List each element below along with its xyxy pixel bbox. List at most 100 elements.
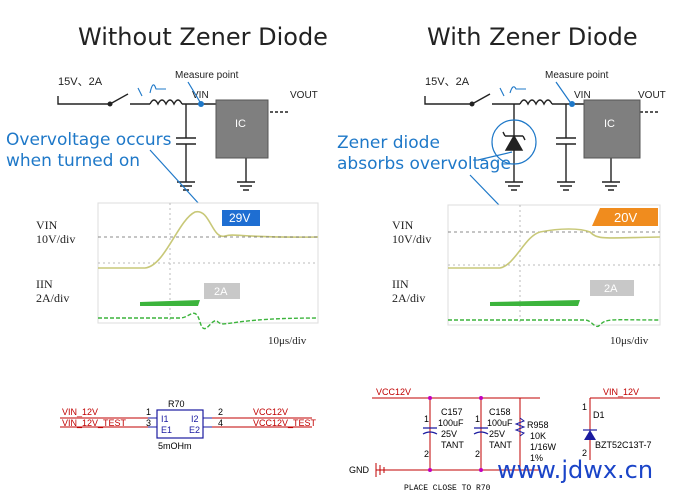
right-source-label: 15V、2A <box>425 76 470 88</box>
left-scope: 29V 2A <box>97 202 319 330</box>
left-iin-badge: 2A <box>214 286 228 298</box>
right-gnd-cap <box>557 181 575 191</box>
filter-branches <box>429 398 521 470</box>
c157-symbol <box>422 427 438 435</box>
right-vin-label: VIN <box>574 90 591 101</box>
r70-net-in2: VIN_12V_TEST <box>62 418 127 428</box>
r70-output-wires <box>212 417 312 428</box>
right-zener-body <box>504 134 524 151</box>
c158-voltage: 25V <box>489 429 505 439</box>
left-vin-axis1: VIN <box>36 218 58 232</box>
left-switch-pivot <box>107 101 113 107</box>
right-circuit: 15V、2A Measure point VIN VOUT <box>424 70 666 191</box>
right-iin-badge-box <box>590 280 634 296</box>
left-source-wire <box>57 96 110 105</box>
left-note-line1: Overvoltage occurs <box>6 130 172 150</box>
left-measure-label: Measure point <box>175 70 239 81</box>
left-timebase: 10μs/div <box>268 335 307 347</box>
right-vin-badge: 20V <box>614 210 637 225</box>
d1-part: BZT52C13T-7 <box>595 440 652 450</box>
right-vin-badge-box <box>592 208 658 226</box>
right-vout-label: VOUT <box>638 90 666 101</box>
right-switch <box>471 93 491 105</box>
r70-e2: E2 <box>189 425 200 435</box>
watermark: www.jdwx.cn <box>497 456 653 484</box>
left-ic-block <box>215 99 269 159</box>
r70-net-out2: VCC12V_TEST <box>253 418 317 428</box>
c158-pin2: 2 <box>475 449 480 459</box>
right-timebase: 10μs/div <box>610 335 649 347</box>
r958-value: 10K <box>530 431 546 441</box>
filter-node-3 <box>428 468 432 472</box>
filter-footer: PLACE CLOSE TO R70 <box>404 484 491 493</box>
left-vout-label: VOUT <box>290 90 318 101</box>
left-panel: Without Zener Diode 15V、2A Measure point… <box>6 23 328 347</box>
left-measure-dot <box>198 101 204 107</box>
right-iin-axis2: 2A/div <box>392 291 425 305</box>
d1-ref: D1 <box>593 410 605 420</box>
left-iin-axis1: IIN <box>36 277 53 291</box>
right-gnd-ic <box>602 158 620 191</box>
right-zener-highlight <box>491 119 537 165</box>
r70-e1: E1 <box>161 425 172 435</box>
right-iin-trace <box>448 319 661 328</box>
left-measure-arrow <box>187 81 201 103</box>
right-vin-trace <box>448 228 661 269</box>
filter-node-4 <box>479 468 483 472</box>
filter-gnd-symbol <box>375 463 385 477</box>
right-note-line1: Zener diode <box>337 133 440 153</box>
schematic-r70: VIN_12V VIN_12V_TEST VCC12V VCC12V_TEST … <box>60 399 317 451</box>
c157-ref: C157 <box>441 407 463 417</box>
r70-value: 5mOHm <box>158 441 192 451</box>
left-ic-label: IC <box>235 118 246 130</box>
right-iin-badge: 2A <box>604 283 618 295</box>
r70-i1: I1 <box>161 414 169 424</box>
c158-type: TANT <box>489 440 512 450</box>
r70-net-in1: VIN_12V <box>62 407 98 417</box>
right-ic-label: IC <box>604 118 615 130</box>
right-title: With Zener Diode <box>427 23 638 51</box>
left-inductor <box>149 99 183 106</box>
right-note-line2: absorbs overvoltage <box>337 154 511 174</box>
right-iin-axis1: IIN <box>392 277 409 291</box>
r70-input-wires <box>60 417 148 428</box>
right-inductor <box>519 99 553 106</box>
right-source-wire <box>424 96 472 105</box>
right-spike-sketch <box>509 86 526 94</box>
c158-value: 100uF <box>487 418 513 428</box>
filter-net-gnd: GND <box>349 465 370 475</box>
left-note-line2: when turned on <box>6 151 140 171</box>
left-capacitor <box>176 104 196 182</box>
left-spike-sketch <box>149 84 166 94</box>
right-note-arrow-up <box>477 151 513 161</box>
right-switch-pivot <box>469 101 475 107</box>
r70-i2: I2 <box>191 414 199 424</box>
left-source-label: 15V、2A <box>58 76 103 88</box>
left-vin-axis2: 10V/div <box>36 232 75 246</box>
c157-value: 100uF <box>438 418 464 428</box>
right-zener-bar <box>502 131 526 141</box>
right-capacitor <box>556 104 576 182</box>
right-vin-axis2: 10V/div <box>392 232 431 246</box>
r958-tol: 1% <box>530 453 543 463</box>
left-iin-badge-box <box>204 283 240 299</box>
d1-pin2: 2 <box>582 448 587 458</box>
r958-ref: R958 <box>527 420 549 430</box>
left-title: Without Zener Diode <box>78 23 328 51</box>
left-gnd-ic <box>237 158 255 191</box>
right-iin-pulse <box>490 300 580 306</box>
c157-pin1: 1 <box>424 414 429 424</box>
right-vin-axis1: VIN <box>392 218 414 232</box>
r70-pin1: 1 <box>146 407 151 417</box>
right-measure-label: Measure point <box>545 70 609 81</box>
left-iin-pulse <box>140 300 200 306</box>
r70-pin2: 2 <box>218 407 223 417</box>
schematic-d1: VIN_12V D1 BZT52C13T-7 1 2 <box>582 387 660 460</box>
c158-symbol <box>473 427 489 435</box>
right-gnd-zener <box>505 181 523 191</box>
r70-ref: R70 <box>168 399 185 409</box>
right-scope: 20V 2A <box>447 204 661 328</box>
c157-pin2: 2 <box>424 449 429 459</box>
filter-node-2 <box>479 396 483 400</box>
